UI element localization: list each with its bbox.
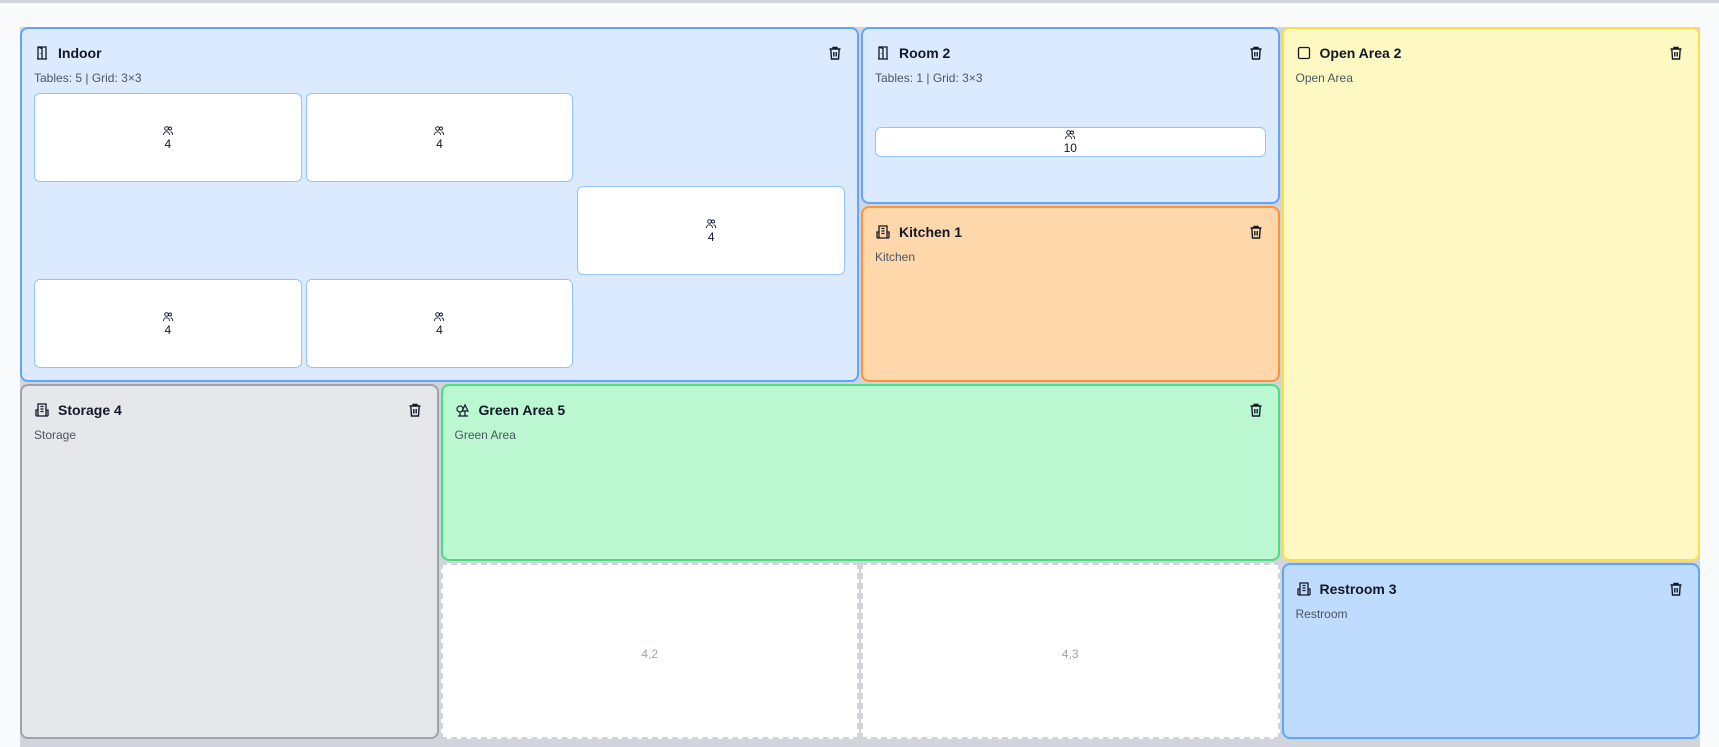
users-icon: [162, 311, 173, 321]
zone-title: Indoor: [58, 45, 102, 61]
table[interactable]: 4: [34, 93, 302, 182]
zone-subtitle: Kitchen: [875, 249, 916, 264]
table-capacity: 4: [436, 322, 443, 337]
zone-room-2[interactable]: Room 2 Tables: 1 | Grid: 3×3 10: [861, 27, 1280, 204]
building-icon: [1296, 581, 1312, 597]
users-icon: [434, 311, 445, 321]
cell-coordinate: 4,2: [641, 646, 659, 661]
table[interactable]: 4: [577, 186, 845, 275]
door-icon: [875, 45, 891, 61]
zone-title: Room 2: [899, 45, 951, 61]
table-capacity: 4: [707, 229, 715, 244]
trash-icon: [1250, 46, 1261, 60]
trash-icon: [1670, 46, 1682, 60]
zone-subtitle: Storage: [34, 428, 77, 442]
trash-icon: [1250, 225, 1261, 239]
trash-icon: [1670, 582, 1682, 596]
zone-subtitle: Green Area: [454, 428, 516, 442]
table[interactable]: 4: [305, 93, 574, 182]
delete-zone-button[interactable]: [1248, 45, 1264, 61]
users-icon: [434, 125, 445, 135]
zone-restroom-3[interactable]: Restroom 3 Restroom: [1281, 562, 1700, 739]
delete-zone-button[interactable]: [1248, 402, 1264, 418]
users-icon: [1065, 130, 1076, 140]
zone-open-area-2[interactable]: Open Area 2 Open Area: [1281, 27, 1700, 561]
table-capacity: 4: [436, 136, 443, 151]
empty-grid-cell[interactable]: 4,3: [861, 562, 1280, 739]
trash-icon: [829, 46, 841, 60]
zone-indoor[interactable]: Indoor Tables: 5 | Grid: 3×3 4 4 4 4: [20, 27, 859, 382]
zone-kitchen-1[interactable]: Kitchen 1 Kitchen: [861, 205, 1280, 382]
trash-icon: [409, 403, 420, 417]
zone-title: Storage 4: [58, 402, 122, 418]
delete-zone-button[interactable]: [1248, 224, 1264, 240]
table[interactable]: 4: [305, 279, 574, 368]
zone-title: Green Area 5: [478, 402, 566, 418]
building-icon: [34, 402, 50, 418]
zone-storage-4[interactable]: Storage 4 Storage: [20, 384, 439, 739]
trees-icon: [455, 402, 471, 418]
table-capacity: 4: [164, 322, 172, 337]
zone-subtitle: Tables: 5 | Grid: 3×3: [34, 71, 142, 85]
table-grid: 4 4 4 4 4: [34, 93, 845, 368]
cell-coordinate: 4,3: [1061, 646, 1079, 661]
empty-grid-cell[interactable]: 4,2: [440, 562, 859, 739]
door-icon: [34, 45, 50, 61]
zone-green-area-5[interactable]: Green Area 5 Green Area: [440, 384, 1280, 561]
zone-title: Open Area 2: [1319, 45, 1402, 61]
delete-zone-button[interactable]: [407, 402, 423, 418]
trash-icon: [1250, 403, 1261, 417]
zone-subtitle: Tables: 1 | Grid: 3×3: [875, 71, 983, 85]
delete-zone-button[interactable]: [1668, 45, 1684, 61]
users-icon: [162, 125, 173, 135]
table-capacity: 4: [164, 136, 172, 151]
table-capacity: 10: [1063, 141, 1077, 155]
users-icon: [706, 218, 717, 228]
zone-title: Restroom 3: [1319, 580, 1397, 597]
zone-subtitle: Open Area: [1295, 71, 1353, 85]
building-icon: [875, 224, 891, 240]
zone-subtitle: Restroom: [1295, 606, 1348, 621]
delete-zone-button[interactable]: [827, 45, 843, 61]
top-divider: [0, 0, 1719, 3]
square-icon: [1296, 45, 1312, 61]
delete-zone-button[interactable]: [1668, 581, 1684, 597]
floor-plan-grid: Indoor Tables: 5 | Grid: 3×3 4 4 4 4: [20, 27, 1700, 747]
table[interactable]: 10: [875, 127, 1266, 157]
zone-title: Kitchen 1: [899, 223, 963, 240]
table[interactable]: 4: [34, 279, 302, 368]
